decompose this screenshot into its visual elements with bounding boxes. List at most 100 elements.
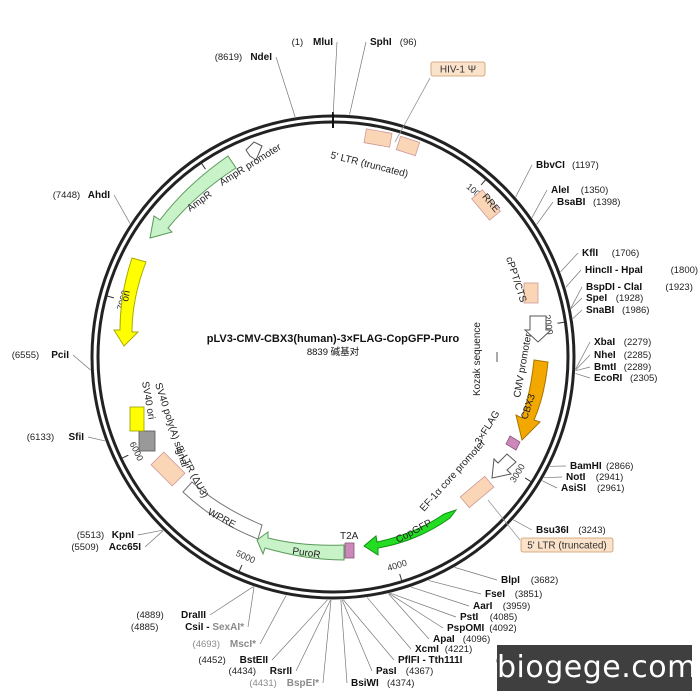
site-leader [454,567,498,581]
site-leader [388,593,430,640]
site-position: (7448) [53,190,80,201]
cmv-promoter-arrow [523,315,553,343]
site-label: KpnI (5513) [77,530,134,541]
ltr5-box-2 [395,135,421,157]
site-name: BspEI* [287,678,319,689]
site-leader [388,593,444,629]
scale-tick [557,321,565,324]
t2a-label: T2A [340,531,359,542]
site-name: BspDI - ClaI [586,282,642,293]
site-name: KflI [582,248,598,259]
site-name: XcmI [415,644,439,655]
site-position: (2305) [630,373,657,384]
site-position: (1986) [622,305,649,316]
site-position: (4434) [229,666,256,677]
site-label: CsiI - SexAI*(4885) [131,622,244,633]
site-leader [575,341,591,370]
site-leader [575,354,591,371]
site-name: BsaBI [557,197,586,208]
site-name: BlpI [501,575,520,586]
site-label: SpeI(1928) [586,293,643,304]
site-position: (2285) [624,350,651,361]
site-leader [366,597,412,650]
site-leader [531,189,548,218]
kozak-label: Kozak sequence [472,322,483,396]
site-position: (96) [400,37,417,48]
hiv-psi-leader [394,77,431,143]
site-position: (6133) [27,432,54,443]
site-label: BstEII(4452) [198,655,268,666]
site-label: MluI(1) [292,37,334,48]
hiv-psi-callout-box [430,61,486,77]
site-leader [259,595,287,645]
site-position: (4221) [445,644,472,655]
site-position: (4693) [193,639,220,650]
site-name: ApaI [433,634,455,645]
site-position: (2961) [597,483,624,494]
site-leader [209,586,254,616]
flag-box [505,435,521,451]
site-label: SphI (96) [370,37,417,48]
site-position: (4367) [406,666,433,677]
sv40-ori-box [138,430,156,452]
site-leader [543,476,563,479]
site-name: KpnI [112,530,134,541]
plasmid-title: pLV3-CMV-CBX3(human)-3×FLAG-CopGFP-Puro [207,333,460,345]
sv40-pa-label: SV40 poly(A) signal [152,382,190,469]
site-name: SphI [370,37,392,48]
cppt-box [523,282,539,304]
site-position: (4085) [490,612,517,623]
site-leader [428,580,482,595]
site-name: BsiWI [351,678,379,689]
site-label: BamHI(2866) [570,461,633,472]
site-label: AleI(1350) [551,185,608,196]
ampr-promoter-arrow [245,141,263,161]
site-position: (6555) [12,350,39,361]
site-position: (5513) [77,530,104,541]
site-name: BmtI [594,362,616,373]
site-label: NotI(2941) [566,472,623,483]
puror-arrow [256,531,345,561]
ltr5-lower-callout-box [520,537,614,553]
scale-tick [399,573,403,581]
site-leader [570,286,583,308]
cppt-label: cPPT/CTS [503,256,528,305]
site-position: (1928) [616,293,643,304]
site-label: SnaBI(1986) [586,305,649,316]
site-position: (4096) [463,634,490,645]
site-position: (1) [292,37,304,48]
site-name: AarI [473,601,493,612]
site-label: BbvCI(1197) [536,160,599,171]
site-leader [513,519,533,531]
site-name: EcoRI [594,373,623,384]
ampr-arrow [149,155,237,239]
site-label: PstI (4085) [460,612,517,623]
site-name: PstI [460,612,479,623]
site-name: NotI [566,472,586,483]
site-position: (5509) [71,542,98,553]
site-name: FseI [485,589,505,600]
sv40-pa-box [129,406,145,432]
site-label: BspEI*(4431) [249,678,319,689]
puror-label: PuroR [292,546,322,561]
site-label: BspDI - ClaI(1923) [586,282,693,293]
site-leader [575,373,591,379]
site-leader [572,309,583,319]
t2a-box [344,542,355,559]
site-label: NheI(2285) [594,350,651,361]
site-leader [341,599,373,672]
site-label: XbaI(2279) [594,337,651,348]
copgfp-arrow [363,509,458,556]
site-leader [575,366,591,372]
site-leader [542,480,558,489]
site-leader [137,529,163,536]
site-label: BlpI(3682) [501,575,558,586]
site-name: RsrII [270,666,292,677]
site-position: (4889) [136,610,163,621]
site-label: Acc65I(5509) [71,542,141,553]
cbx3-arrow [515,359,549,441]
site-leader [349,41,367,115]
site-position: (2279) [624,337,651,348]
site-name: AsiSI [561,483,586,494]
